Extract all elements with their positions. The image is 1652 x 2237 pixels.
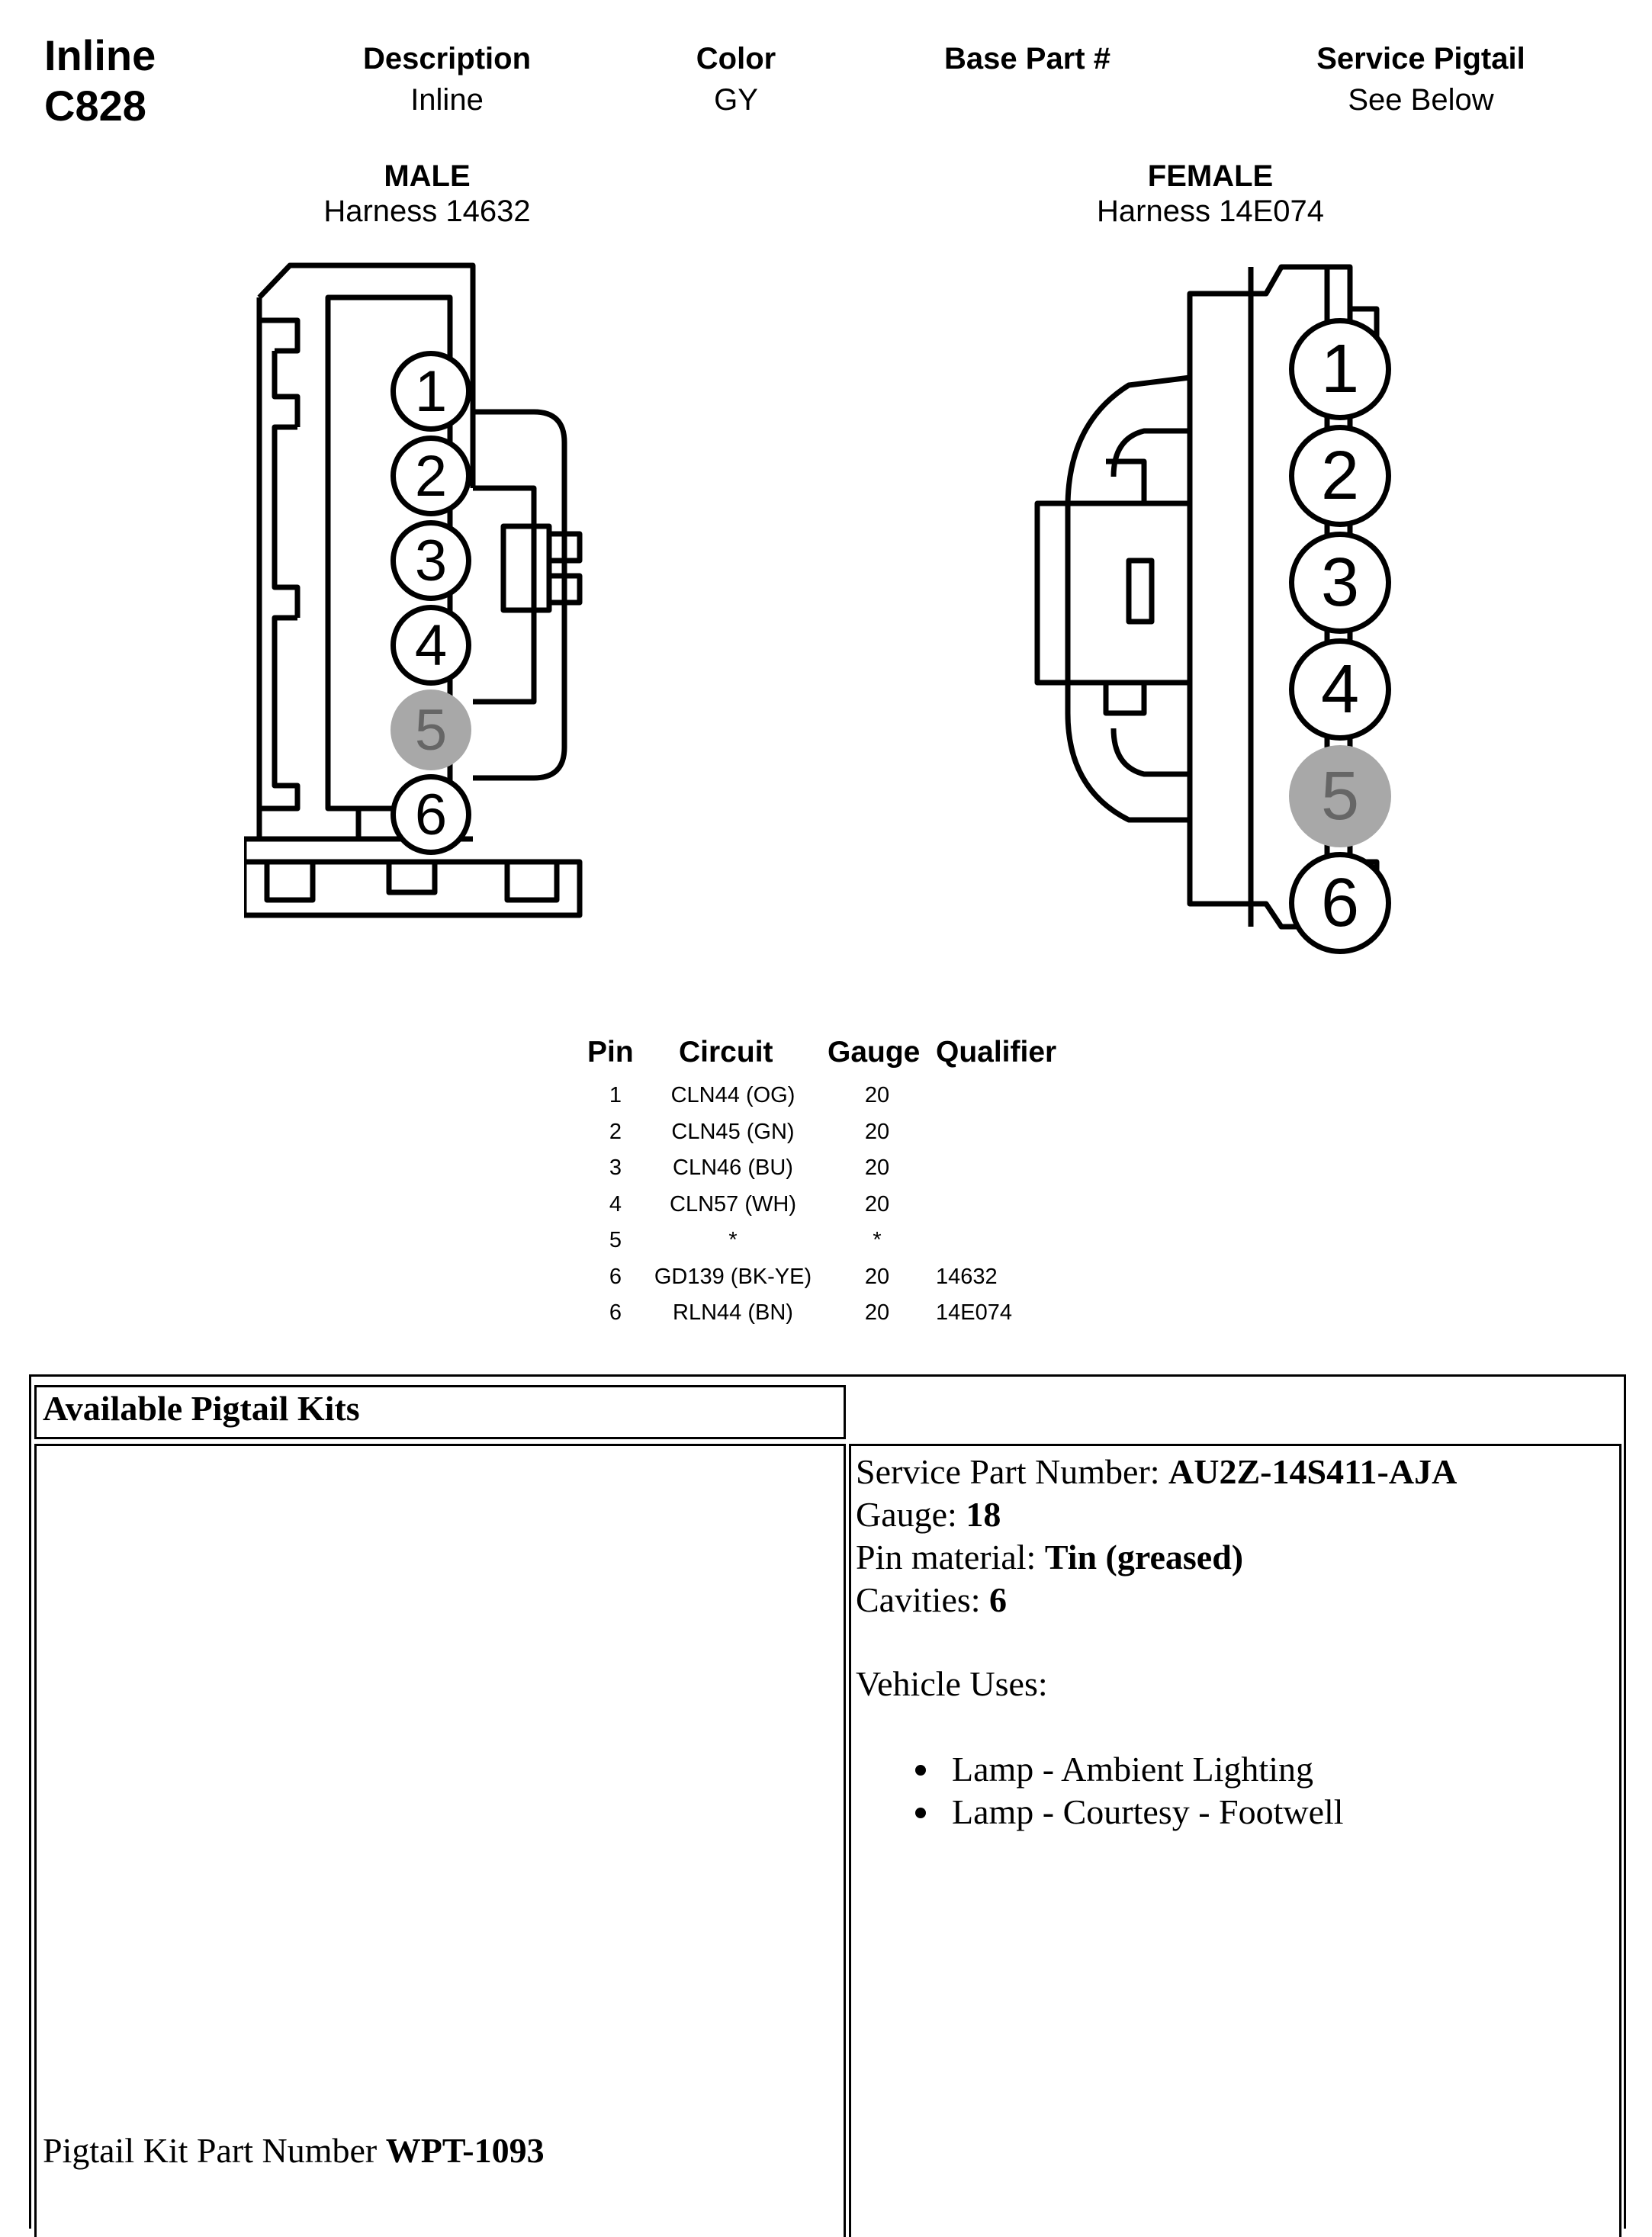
pin-table-gauge-cell: 20: [864, 1300, 890, 1325]
female-pin-4: 4: [1289, 638, 1391, 741]
header-description: Description Inline: [272, 40, 622, 122]
female-pin-3: 3: [1289, 532, 1391, 634]
pin-table-circuit-cell: GD139 (BK-YE): [654, 1264, 812, 1289]
pin-table-gauge-cell: *: [873, 1228, 882, 1252]
pin-table-gauge-cell: 20: [864, 1191, 890, 1217]
pin-table-circuit-cell: *: [728, 1228, 738, 1252]
male-label: MALE: [384, 159, 471, 193]
header-service-pigtail: Service Pigtail See Below: [1245, 40, 1596, 122]
service-part-label: Service Part Number:: [856, 1452, 1169, 1491]
male-harness: Harness 14632: [323, 194, 531, 228]
pin-table-pin-cell: 6: [609, 1300, 622, 1325]
pigtail-specs: Service Part Number: AU2Z-14S411-AJA Gau…: [856, 1451, 1457, 1834]
vehicle-uses-label: Vehicle Uses:: [856, 1664, 1048, 1703]
kit-part-value: WPT-1093: [385, 2131, 545, 2170]
pin-table-gauge-cell: 20: [864, 1119, 890, 1144]
male-pin-1: 1: [391, 351, 471, 432]
qualifier-header: Qualifier: [936, 1036, 1057, 1069]
base-part-label: Base Part #: [944, 42, 1110, 76]
male-pin-2: 2: [391, 436, 471, 516]
female-pin-5: 5: [1289, 745, 1391, 847]
circuit-header: Circuit: [679, 1036, 773, 1069]
pin-table-pin-cell: 2: [609, 1119, 622, 1144]
description-value: Inline: [410, 83, 484, 117]
connector-title: Inline C828: [44, 31, 156, 131]
bullet-icon: [915, 1765, 926, 1776]
male-base: [244, 859, 583, 918]
female-heading: FEMALE Harness 14E074: [982, 159, 1439, 229]
pigtail-kit-cell: Pigtail Kit Part Number WPT-1093: [34, 1444, 846, 2237]
color-value: GY: [714, 83, 758, 117]
pin-table-gauge-cell: 20: [864, 1264, 890, 1289]
female-pin-6: 6: [1289, 852, 1391, 954]
pin-table-circuit-cell: CLN57 (WH): [670, 1191, 796, 1217]
pin-table-circuit-cell: RLN44 (BN): [673, 1300, 793, 1325]
service-part-value: AU2Z-14S411-AJA: [1168, 1452, 1458, 1491]
pigtail-spec-cell: Service Part Number: AU2Z-14S411-AJA Gau…: [849, 1444, 1621, 2237]
service-pigtail-label: Service Pigtail: [1316, 42, 1525, 76]
pigtail-section: [29, 1374, 1626, 2229]
connector-id: C828: [44, 82, 146, 130]
pin-table-pin-cell: 5: [609, 1228, 622, 1252]
pin-table-circuit-cell: CLN44 (OG): [670, 1083, 795, 1107]
male-left-notches: [259, 317, 301, 812]
male-latch-tab: [500, 523, 583, 613]
vehicle-use-text: Lamp - Courtesy - Footwell: [952, 1792, 1344, 1831]
bullet-icon: [915, 1808, 926, 1818]
pigtail-title-cell: Available Pigtail Kits: [34, 1385, 846, 1439]
gauge-label: Gauge:: [856, 1495, 966, 1534]
pin-table-circuit-cell: CLN46 (BU): [673, 1155, 793, 1180]
cavities-label: Cavities:: [856, 1580, 990, 1619]
cavities-value: 6: [989, 1580, 1008, 1619]
pin-table-pin-cell: 1: [609, 1083, 622, 1107]
male-pin-4: 4: [391, 605, 471, 686]
male-pin-6: 6: [391, 774, 471, 855]
pin-material-value: Tin (greased): [1044, 1538, 1244, 1577]
pin-table-qualifier-cell: 14632: [936, 1264, 998, 1289]
header-color: Color GY: [561, 40, 911, 122]
male-pin-5: 5: [391, 689, 471, 770]
female-lock-tab: [1126, 558, 1155, 625]
pin-table-qualifier-cell: 14E074: [936, 1300, 1012, 1325]
female-lock-body: [1034, 500, 1193, 686]
female-harness: Harness 14E074: [1097, 194, 1324, 228]
pin-material-label: Pin material:: [856, 1538, 1045, 1577]
pin-table-gauge-cell: 20: [864, 1155, 890, 1180]
header-base-part: Base Part #: [852, 40, 1203, 78]
pin-table-gauge-cell: 20: [864, 1083, 890, 1107]
pigtail-title: Available Pigtail Kits: [43, 1389, 360, 1428]
pin-table-pin-cell: 4: [609, 1191, 622, 1217]
pin-table-circuit-cell: CLN45 (GN): [671, 1119, 795, 1144]
male-heading: MALE Harness 14632: [198, 159, 656, 229]
gauge-header: Gauge: [828, 1036, 921, 1069]
pigtail-kit-part-number: Pigtail Kit Part Number WPT-1093: [43, 2129, 545, 2172]
pin-table-pin-cell: 3: [609, 1155, 622, 1180]
male-latch: [473, 409, 567, 781]
male-pin-3: 3: [391, 520, 471, 601]
vehicle-uses-list: Lamp - Ambient Lighting Lamp - Courtesy …: [856, 1748, 1457, 1834]
kit-part-label: Pigtail Kit Part Number: [43, 2131, 386, 2170]
female-pin-2: 2: [1289, 425, 1391, 527]
vehicle-use-text: Lamp - Ambient Lighting: [952, 1750, 1313, 1789]
pin-table-pin-cell: 6: [609, 1264, 622, 1289]
vehicle-use-item: Lamp - Ambient Lighting: [856, 1748, 1457, 1791]
pin-material-spec: Pin material: Tin (greased): [856, 1536, 1457, 1579]
service-pigtail-value: See Below: [1348, 83, 1494, 117]
pin-header: Pin: [587, 1036, 634, 1069]
vehicle-use-item: Lamp - Courtesy - Footwell: [856, 1791, 1457, 1834]
gauge-spec: Gauge: 18: [856, 1493, 1457, 1536]
connector-type: Inline: [44, 31, 156, 79]
female-label: FEMALE: [1147, 159, 1274, 193]
description-label: Description: [362, 42, 532, 76]
cavities-spec: Cavities: 6: [856, 1579, 1457, 1622]
female-pin-1: 1: [1289, 318, 1391, 420]
male-connector-diagram: [244, 259, 595, 930]
service-part-number: Service Part Number: AU2Z-14S411-AJA: [856, 1451, 1457, 1493]
gauge-value: 18: [966, 1495, 1001, 1534]
color-label: Color: [696, 42, 776, 76]
